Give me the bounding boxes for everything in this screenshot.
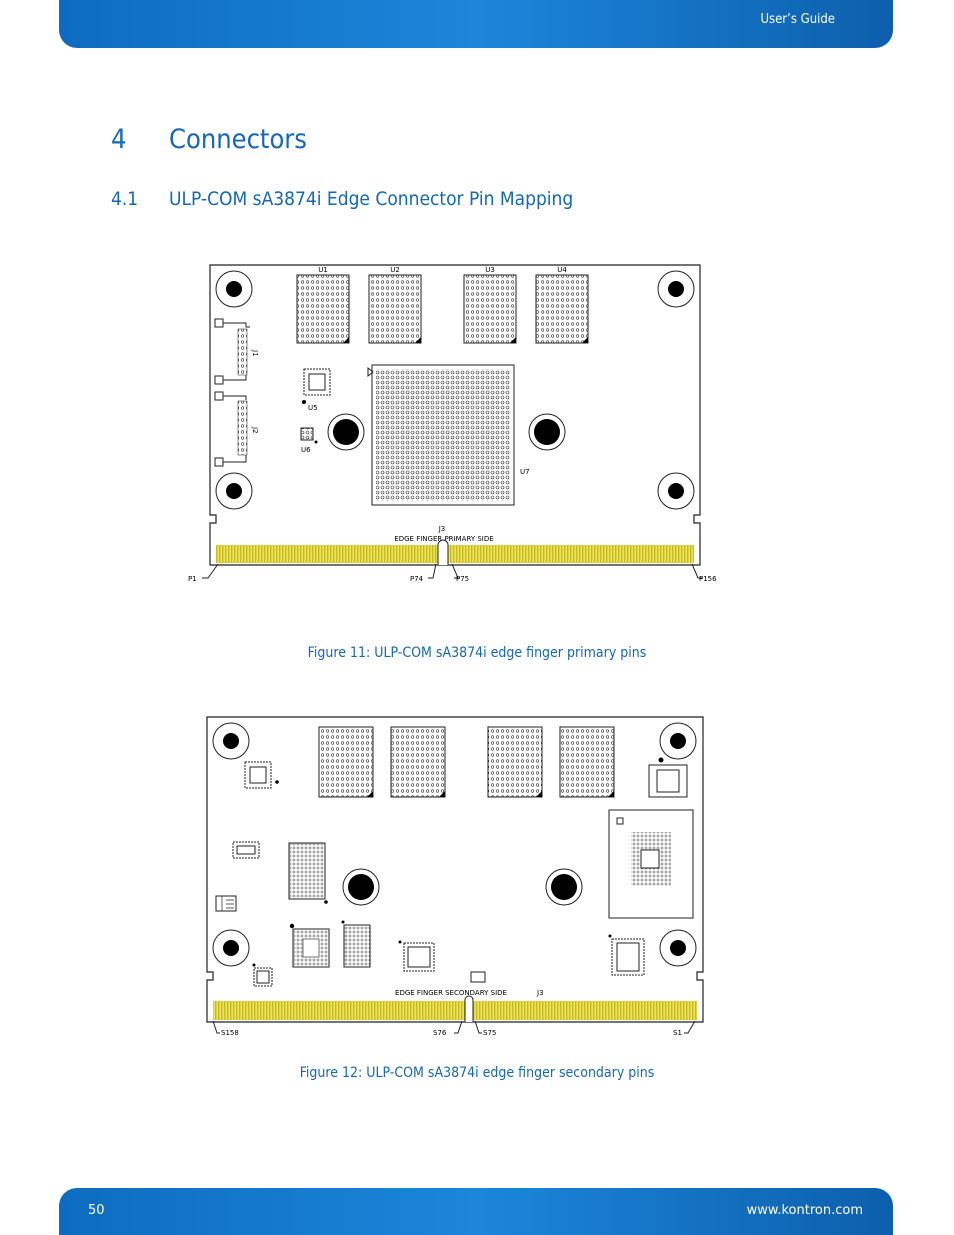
- section-title: ULP-COM sA3874i Edge Connector Pin Mappi…: [169, 188, 574, 210]
- bga-chips-secondary: [288, 842, 486, 983]
- pin-label-s75: S75: [483, 1029, 496, 1037]
- edge-finger-left: [216, 545, 438, 563]
- primary-side-board-drawing: U1 U2 U3 U4 U5 U6 U7 J1 J2 J3 EDGE FINGE…: [188, 264, 717, 583]
- edge-finger-left-secondary: [213, 1001, 465, 1020]
- edge-finger-right-secondary: [473, 1001, 697, 1020]
- label-j3: J3: [438, 525, 446, 533]
- label-u4: U4: [557, 266, 567, 274]
- label-j3-secondary: J3: [536, 989, 544, 997]
- label-j2: J2: [251, 426, 259, 434]
- chapter-heading: 4 Connectors: [111, 124, 307, 155]
- section-heading: 4.1 ULP-COM sA3874i Edge Connector Pin Ma…: [111, 188, 573, 210]
- page-header: User’s Guide: [59, 0, 893, 48]
- connector-j2: [214, 391, 248, 467]
- mounting-holes: [215, 270, 695, 510]
- pin-label-p156: P156: [699, 575, 717, 583]
- label-u1: U1: [318, 266, 328, 274]
- pin-label-s1: S1: [673, 1029, 682, 1037]
- memory-chip-u4: [535, 274, 589, 344]
- edge-finger-label: EDGE FINGER PRIMARY SIDE: [394, 535, 493, 543]
- website-link[interactable]: www.kontron.com: [746, 1203, 863, 1218]
- memory-chips-secondary: [318, 726, 615, 798]
- section-number: 4.1: [111, 188, 139, 210]
- chip-u6: [300, 427, 314, 441]
- pin-label-p75: P75: [456, 575, 469, 583]
- memory-chip-u1: [296, 274, 350, 344]
- mounting-holes-secondary: [212, 722, 697, 967]
- memory-chip-u3: [463, 274, 517, 344]
- small-components-left: [215, 761, 279, 987]
- page-number: 50: [88, 1203, 105, 1218]
- label-j1: J1: [251, 349, 259, 357]
- secondary-side-board-drawing: EDGE FINGER SECONDARY SIDE J3 S158 S76 S…: [206, 716, 704, 1037]
- chip-u5: [302, 368, 331, 404]
- edge-finger-right: [448, 545, 694, 563]
- cpu-bga-u7: [367, 364, 515, 506]
- pin-label-s158: S158: [221, 1029, 239, 1037]
- figure-12-caption: Figure 12: ULP-COM sA3874i edge finger s…: [299, 1065, 655, 1081]
- label-u6: U6: [301, 446, 311, 454]
- label-u3: U3: [485, 266, 495, 274]
- figure-11-caption: Figure 11: ULP-COM sA3874i edge finger p…: [307, 645, 647, 661]
- components-right: [608, 757, 694, 976]
- connector-j1: [214, 318, 250, 385]
- edge-finger-label-secondary: EDGE FINGER SECONDARY SIDE: [395, 989, 507, 997]
- label-u7: U7: [520, 468, 530, 476]
- pin-label-s76: S76: [433, 1029, 447, 1037]
- pin-label-p1: P1: [188, 575, 197, 583]
- label-u5: U5: [308, 404, 318, 412]
- page-footer: 50 www.kontron.com: [59, 1188, 893, 1235]
- chapter-title: Connectors: [169, 124, 307, 155]
- pin-label-p74: P74: [410, 575, 424, 583]
- header-guide-label: User’s Guide: [760, 12, 835, 27]
- memory-chip-u2: [368, 274, 422, 344]
- chapter-number: 4: [111, 124, 127, 155]
- label-u2: U2: [390, 266, 400, 274]
